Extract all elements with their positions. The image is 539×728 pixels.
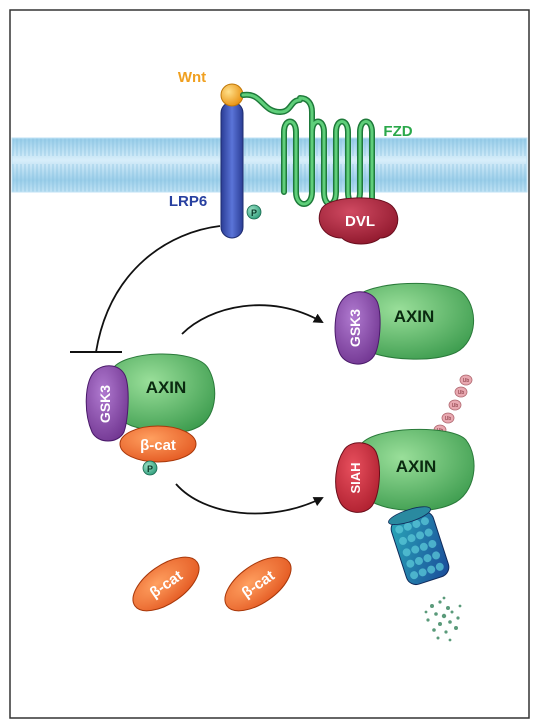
svg-text:P: P xyxy=(147,464,153,474)
axin-left-label: AXIN xyxy=(146,378,187,397)
gsk3-left-label: GSK3 xyxy=(97,385,113,423)
siah-protein xyxy=(335,442,380,513)
gsk3-upper-label: GSK3 xyxy=(347,309,363,347)
ub-label-5: Ub xyxy=(463,378,470,384)
dvl-label: DVL xyxy=(345,213,375,230)
beta-cat-free-1: β-cat xyxy=(132,556,200,612)
beta-cat-complex-label: β-cat xyxy=(140,437,176,454)
fzd-label: FZD xyxy=(383,123,412,140)
frame-border xyxy=(9,9,530,719)
beta-cat-free-2: β-cat xyxy=(224,556,292,612)
lrp6-label: LRP6 xyxy=(169,193,207,210)
ub-label-3: Ub xyxy=(452,403,459,409)
svg-text:P: P xyxy=(251,208,257,218)
siah-label: SIAH xyxy=(348,462,363,493)
axin-lower-label: AXIN xyxy=(396,457,437,476)
cell-membrane xyxy=(12,138,527,192)
phospho-beta-cat-icon: P xyxy=(142,460,158,476)
proteasome-icon xyxy=(388,506,450,586)
beta-cat-complex xyxy=(119,425,197,463)
gsk3-left xyxy=(85,365,129,442)
inhibition-line xyxy=(95,225,221,353)
phospho-lrp6-icon: P xyxy=(246,204,262,220)
wnt-ligand xyxy=(220,83,244,107)
axin-upper-label: AXIN xyxy=(394,307,435,326)
ub-label-2: Ub xyxy=(445,416,452,422)
arrow-to-gsk3-axin xyxy=(181,304,324,335)
lrp6-receptor xyxy=(220,101,244,239)
degraded-fragments xyxy=(424,596,462,642)
gsk3-upper-right xyxy=(334,291,381,365)
dvl-protein xyxy=(318,197,399,245)
ub-label-4: Ub xyxy=(458,390,465,396)
fzd-receptor-highlight xyxy=(241,93,374,207)
cell-membrane-outline xyxy=(11,137,528,193)
arrow-to-siah-axin xyxy=(175,483,324,515)
wnt-label: Wnt xyxy=(178,69,206,86)
